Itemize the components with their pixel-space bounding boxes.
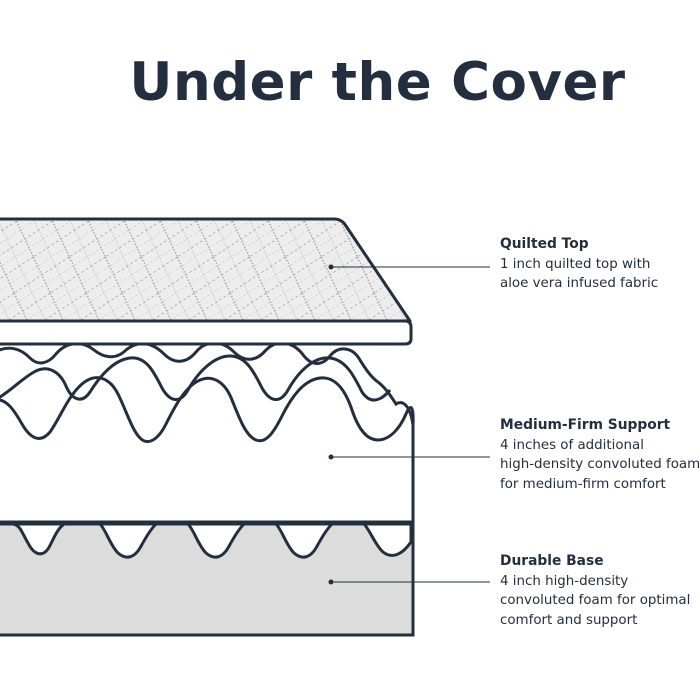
layer-description-line: convoluted foam for optimal (500, 593, 691, 608)
support-marker (328, 454, 334, 460)
medium-firm-support-callout: Medium-Firm Support 4 inches of addition… (500, 416, 700, 494)
layer-description-line: for medium-firm comfort (500, 476, 666, 492)
page-title: Under the Cover (129, 52, 626, 113)
base-convoluted-wave (0, 522, 413, 559)
medium-firm-support-layer (0, 341, 415, 524)
layer-heading: Medium-Firm Support (500, 417, 671, 433)
layer-heading: Durable Base (500, 553, 604, 569)
leader-lines (328, 264, 490, 585)
durable-base-callout: Durable Base 4 inch high-density convolu… (500, 552, 690, 630)
layer-description-line: comfort and support (500, 612, 638, 628)
base-marker (328, 579, 334, 585)
support-wave-middle (0, 354, 392, 402)
support-wave-front (0, 376, 415, 443)
quilted-top-marker (328, 264, 334, 270)
quilted-top-edge (0, 319, 413, 346)
support-wave-back (0, 341, 379, 384)
quilted-top-callout: Quilted Top 1 inch quilted top with aloe… (500, 235, 658, 294)
quilted-top-surface (0, 217, 412, 323)
durable-base-layer (0, 520, 415, 637)
quilted-top-layer (0, 217, 413, 346)
layer-description-line: aloe vera infused fabric (500, 276, 659, 291)
layer-description-line: 1 inch quilted top with (500, 256, 651, 272)
layer-heading: Quilted Top (500, 236, 589, 252)
layer-description-line: high-density convoluted foam (500, 457, 700, 472)
support-wave-right (377, 380, 415, 426)
layer-description-line: 4 inches of additional (500, 437, 644, 453)
layer-description-line: 4 inch high-density (500, 573, 629, 589)
